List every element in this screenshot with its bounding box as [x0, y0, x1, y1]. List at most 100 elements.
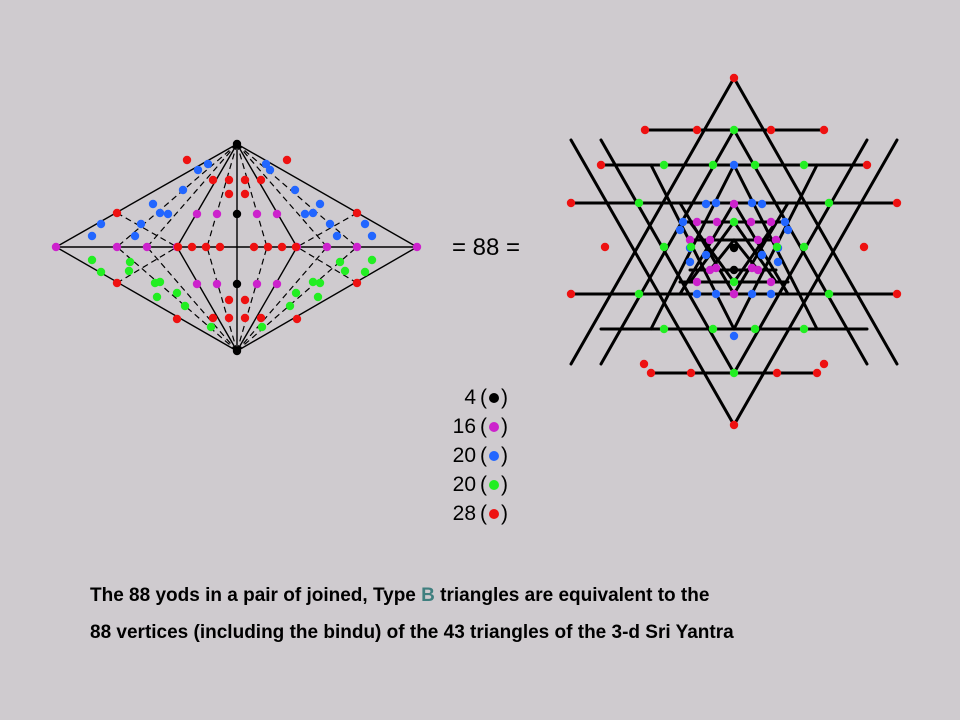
- magenta-yod-dot: [729, 199, 739, 209]
- blue-yod-dot: [308, 208, 318, 218]
- green-yod-dot: [367, 255, 377, 265]
- blue-yod-dot: [136, 219, 146, 229]
- red-yod-dot: [224, 295, 234, 305]
- magenta-yod-dot: [753, 265, 763, 275]
- green-yod-dot: [313, 292, 323, 302]
- red-yod-dot: [772, 368, 782, 378]
- red-yod-dot: [819, 359, 829, 369]
- green-yod-dot: [291, 288, 301, 298]
- dashed-line: [236, 143, 358, 248]
- green-yod-dot: [634, 289, 644, 299]
- red-yod-dot: [892, 289, 902, 299]
- green-yod-dot: [634, 198, 644, 208]
- legend-row-red: 28(): [428, 499, 538, 528]
- red-yod-dot: [892, 198, 902, 208]
- dashed-line: [236, 246, 268, 352]
- red-yod-dot: [566, 289, 576, 299]
- green-yod-dot: [799, 242, 809, 252]
- red-yod-dot: [240, 189, 250, 199]
- blue-yod-dot: [783, 225, 793, 235]
- red-yod-dot: [240, 295, 250, 305]
- red-yod-dot: [256, 175, 266, 185]
- red-yod-dot: [282, 155, 292, 165]
- edge-line: [176, 246, 238, 352]
- magenta-yod-dot: [112, 242, 122, 252]
- magenta-yod-dot: [192, 279, 202, 289]
- blue-yod-dot: [87, 231, 97, 241]
- magenta-yod-dot: [766, 277, 776, 287]
- blue-yod-dot: [265, 165, 275, 175]
- green-yod-dot: [335, 257, 345, 267]
- black-yod-dot: [729, 265, 739, 275]
- red-yod-dot: [208, 313, 218, 323]
- green-yod-dot: [125, 257, 135, 267]
- edge-line: [236, 143, 298, 248]
- green-yod-dot: [180, 301, 190, 311]
- black-yod-dot: [729, 243, 739, 253]
- blue-yod-dot: [701, 199, 711, 209]
- red-yod-dot: [729, 420, 739, 430]
- red-yod-dot: [640, 125, 650, 135]
- green-yod-dot: [686, 242, 696, 252]
- magenta-yod-dot: [252, 279, 262, 289]
- yantra-line: [599, 138, 736, 375]
- blue-yod-dot: [325, 219, 335, 229]
- blue-yod-dot: [300, 209, 310, 219]
- yantra-line: [569, 76, 736, 366]
- red-yod-dot: [201, 242, 211, 252]
- dashed-line: [146, 143, 238, 248]
- caption-line-2: 88 vertices (including the bindu) of the…: [90, 622, 734, 643]
- magenta-yod-dot: [252, 209, 262, 219]
- blue-yod-dot: [367, 231, 377, 241]
- magenta-yod-dot: [771, 235, 781, 245]
- red-yod-dot: [224, 313, 234, 323]
- legend-count: 20: [452, 443, 476, 467]
- green-yod-dot: [315, 278, 325, 288]
- blue-yod-dot: [148, 199, 158, 209]
- blue-yod-dot: [360, 219, 370, 229]
- red-yod-dot: [182, 155, 192, 165]
- magenta-yod-dot: [746, 217, 756, 227]
- magenta-yod-dot: [272, 209, 282, 219]
- blue-yod-dot: [130, 231, 140, 241]
- red-yod-dot: [692, 125, 702, 135]
- red-yod-dot: [686, 368, 696, 378]
- green-yod-dot: [340, 266, 350, 276]
- caption-line-1: The 88 yods in a pair of joined, Type B …: [90, 585, 709, 607]
- legend-row-magenta: 16(): [428, 412, 538, 441]
- yantra-line: [678, 201, 736, 296]
- red-yod-dot: [224, 175, 234, 185]
- dashed-line: [146, 246, 238, 352]
- blue-yod-dot: [692, 289, 702, 299]
- green-dot-icon: [489, 479, 499, 490]
- red-yod-dot: [596, 160, 606, 170]
- dashed-line: [116, 143, 238, 248]
- blue-yod-dot: [675, 225, 685, 235]
- dashed-line: [236, 246, 328, 352]
- green-yod-dot: [729, 368, 739, 378]
- blue-yod-dot: [773, 257, 783, 267]
- red-yod-dot: [240, 175, 250, 185]
- red-yod-dot: [291, 242, 301, 252]
- legend-count: 20: [452, 472, 476, 496]
- red-yod-dot: [729, 73, 739, 83]
- green-yod-dot: [799, 324, 809, 334]
- equation-label: = 88 =: [452, 234, 521, 261]
- blue-yod-dot: [290, 185, 300, 195]
- magenta-yod-dot: [322, 242, 332, 252]
- red-yod-dot: [859, 242, 869, 252]
- green-yod-dot: [729, 277, 739, 287]
- magenta-yod-dot: [729, 289, 739, 299]
- black-dot-icon: [489, 392, 499, 403]
- magenta-dot-icon: [489, 421, 499, 432]
- yantra-line: [732, 201, 790, 296]
- blue-yod-dot: [332, 231, 342, 241]
- magenta-yod-dot: [685, 235, 695, 245]
- green-yod-dot: [750, 324, 760, 334]
- green-yod-dot: [772, 242, 782, 252]
- red-yod-dot: [215, 242, 225, 252]
- red-yod-dot: [263, 242, 273, 252]
- caption-text: The 88 yods in a pair of joined, Type: [90, 585, 422, 606]
